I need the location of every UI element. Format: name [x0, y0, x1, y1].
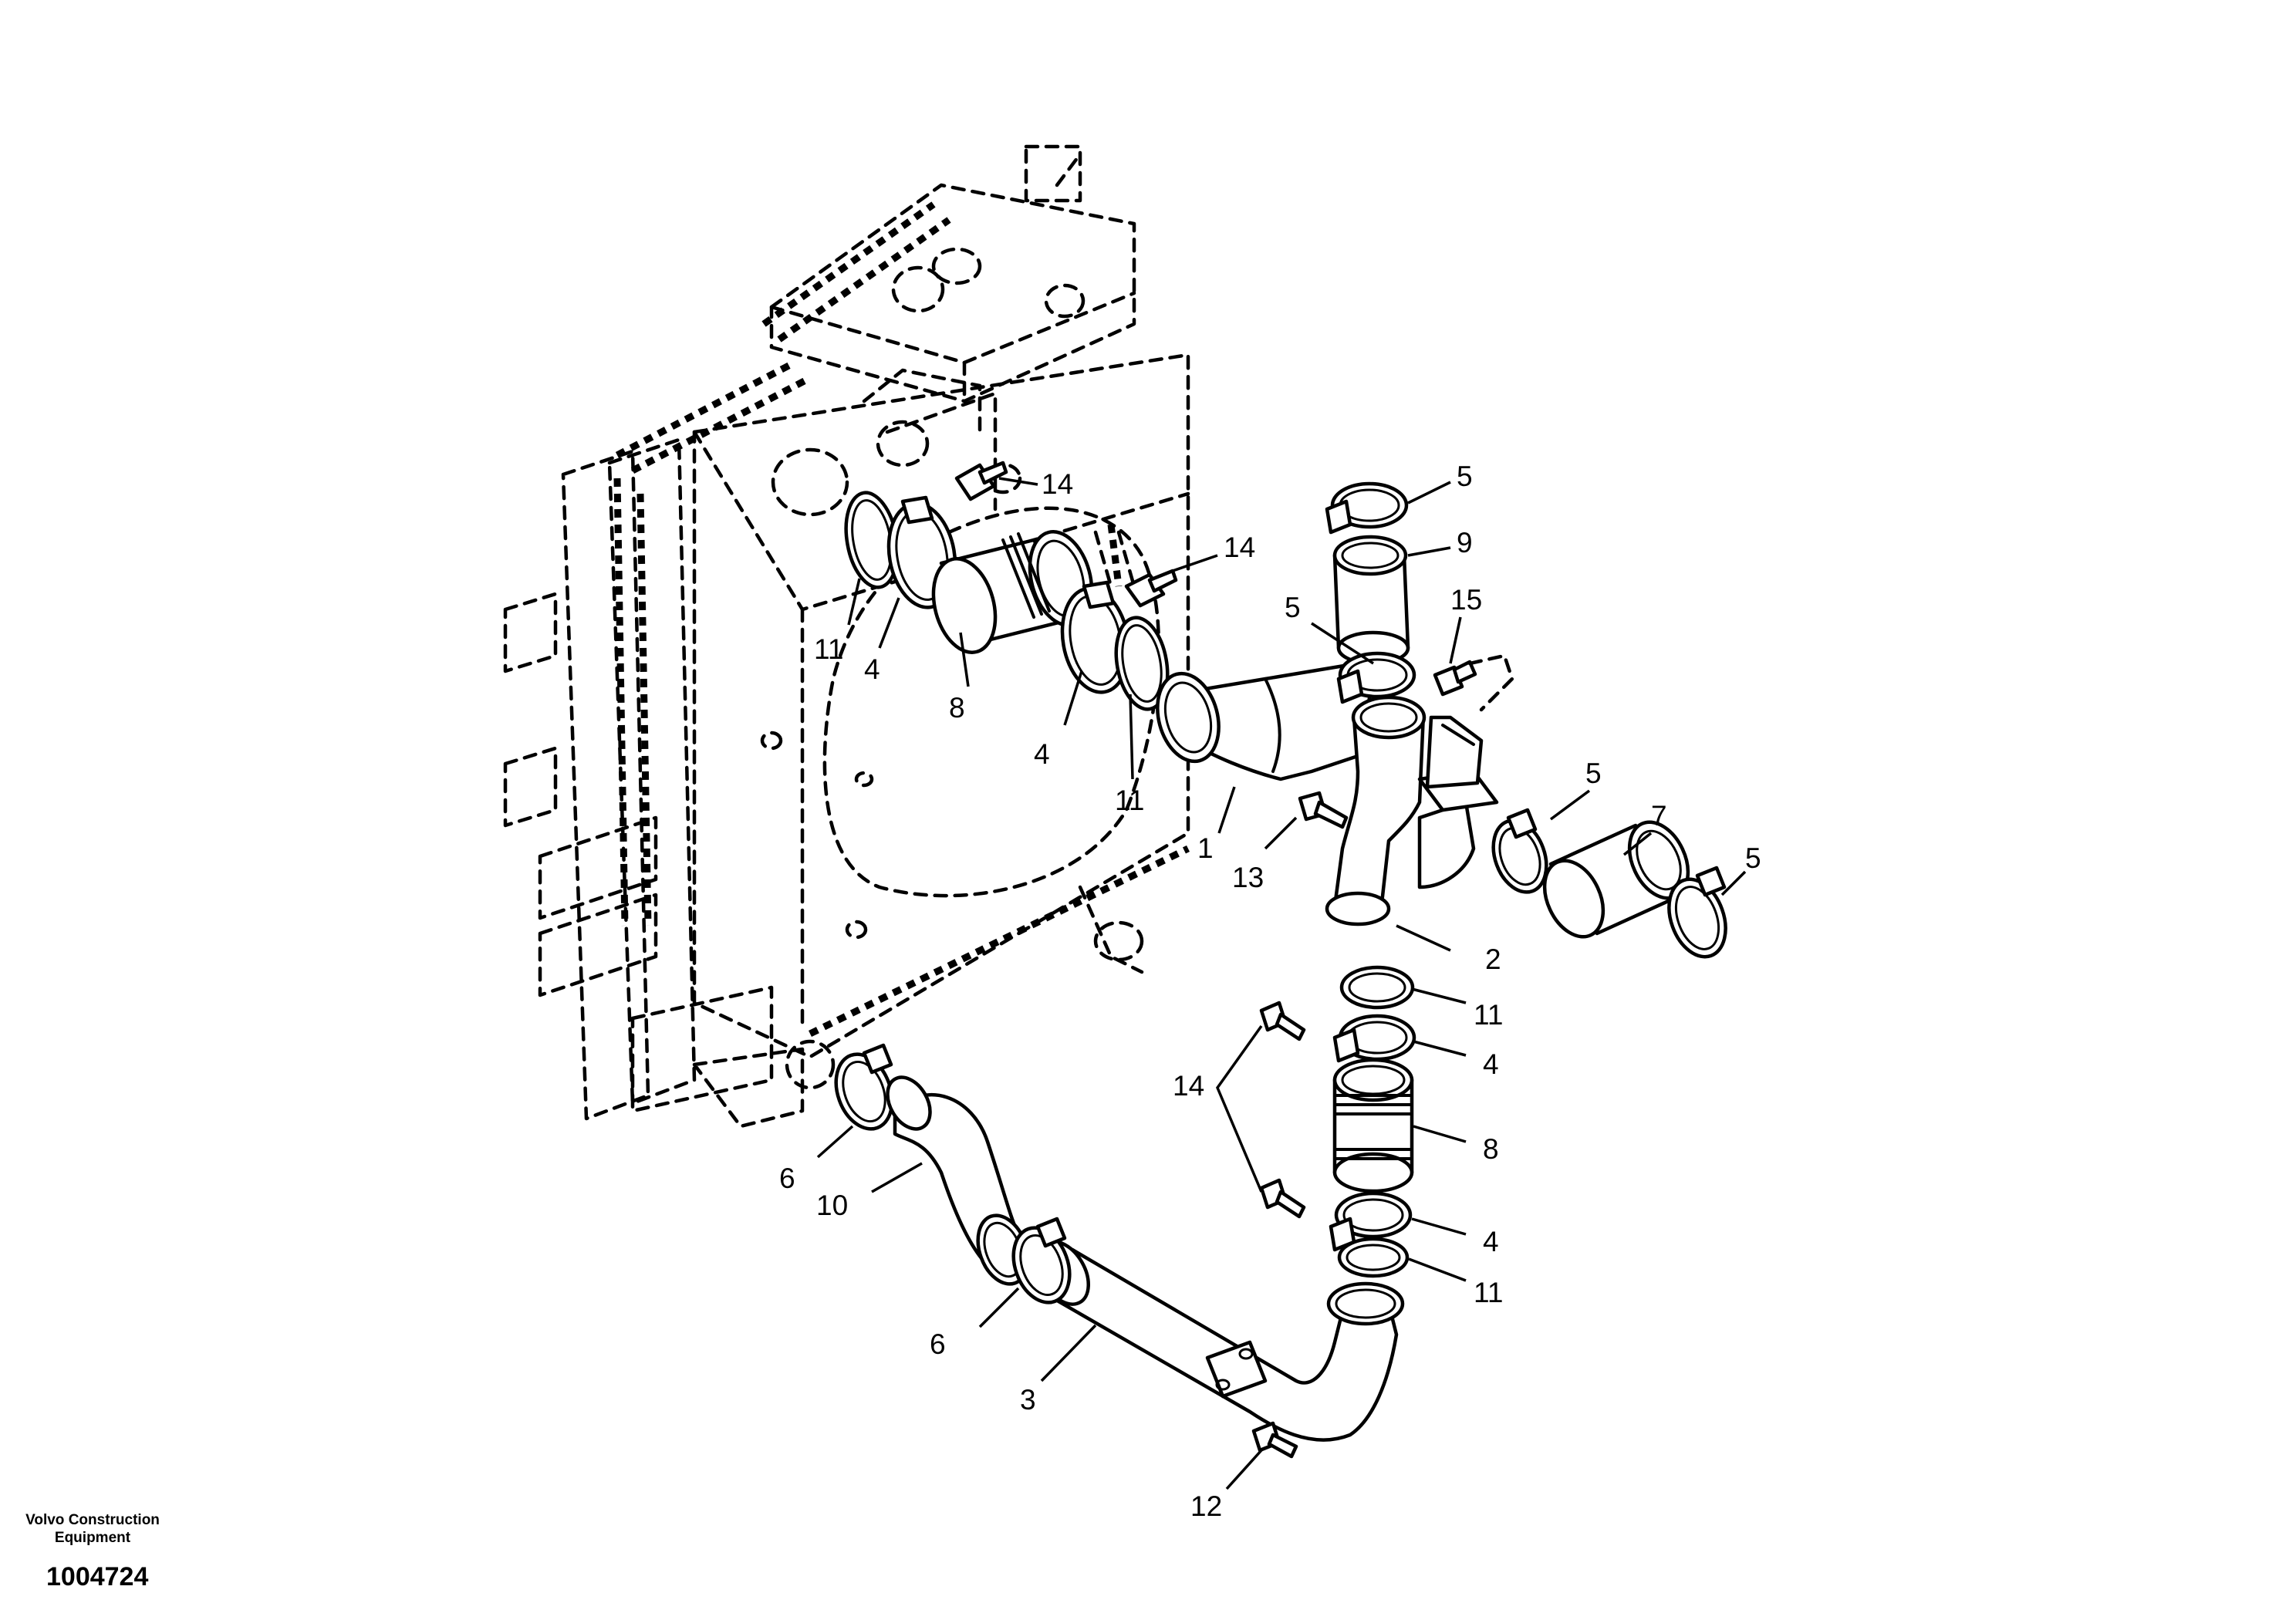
callout-9: 9 [1457, 527, 1473, 559]
callout-11: 11 [1474, 999, 1503, 1031]
hose-clamp-4-stack-top [1332, 1014, 1416, 1063]
callout-14: 14 [1224, 532, 1255, 563]
leader-lines [816, 477, 1747, 1490]
callout-8: 8 [949, 692, 965, 724]
callout-4: 4 [1034, 738, 1050, 770]
o-ring-11-middle [1114, 616, 1170, 711]
bolt-14-middle [1259, 1001, 1306, 1041]
callout-6: 6 [930, 1328, 946, 1360]
callout-13: 13 [1232, 862, 1264, 893]
hose-7 [1542, 820, 1690, 939]
hose-clamp-5-right-inner [1491, 808, 1548, 894]
company-name-line2: Equipment [54, 1530, 131, 1546]
hose-8-upper [931, 530, 1094, 654]
hose-8-lower [1332, 1058, 1414, 1193]
o-ring-11-upper [844, 491, 900, 589]
callout-8: 8 [1483, 1133, 1499, 1165]
callout-5: 5 [1285, 592, 1301, 623]
callout-14: 14 [1042, 468, 1073, 500]
callout-11: 11 [814, 633, 843, 665]
callout-labels: 14 14 5 9 5 15 11 4 8 4 11 1 13 2 11 4 8… [779, 461, 1761, 1522]
hose-clamp-5-right-outer [1667, 866, 1727, 959]
callout-6: 6 [779, 1163, 795, 1194]
elbow-pipe-1 [1156, 661, 1376, 781]
bolt-14-top [954, 461, 1008, 501]
callout-12: 12 [1190, 1490, 1222, 1522]
hose-clamp-5-upper [1336, 651, 1416, 704]
callout-1: 1 [1197, 832, 1214, 864]
o-ring-11-stack-bottom [1337, 1237, 1410, 1278]
callout-14: 14 [1173, 1070, 1204, 1102]
hose-clamp-5-top [1325, 481, 1409, 535]
hose-clamp-4-stack-bottom [1329, 1191, 1413, 1252]
callout-15: 15 [1450, 584, 1482, 616]
radiator-phantom-outline [503, 144, 1190, 1129]
callout-5: 5 [1745, 842, 1761, 874]
t-pipe-2 [1325, 695, 1499, 926]
callout-3: 3 [1020, 1384, 1036, 1416]
callout-11: 11 [1115, 785, 1144, 816]
bolt-13 [1298, 791, 1349, 829]
bolt-15 [1433, 653, 1514, 712]
bolt-14-upper [1124, 569, 1178, 608]
callout-11: 11 [1474, 1277, 1503, 1308]
callout-4: 4 [1483, 1226, 1499, 1257]
bolt-12 [1251, 1421, 1298, 1459]
callout-5: 5 [1585, 758, 1602, 789]
company-name-line1: Volvo Construction [25, 1512, 160, 1528]
callout-10: 10 [816, 1190, 848, 1221]
callout-4: 4 [864, 653, 880, 685]
callout-5: 5 [1457, 461, 1473, 492]
callout-7: 7 [1651, 800, 1667, 832]
bolt-14-lower [1259, 1178, 1306, 1219]
drawing-number: 1004724 [46, 1562, 149, 1591]
callout-4: 4 [1483, 1048, 1499, 1080]
hose-clamp-6-lower [1011, 1217, 1072, 1304]
o-ring-11-stack-top [1339, 965, 1415, 1010]
hose-clamp-6-upper [834, 1043, 894, 1131]
callout-2: 2 [1485, 943, 1501, 975]
